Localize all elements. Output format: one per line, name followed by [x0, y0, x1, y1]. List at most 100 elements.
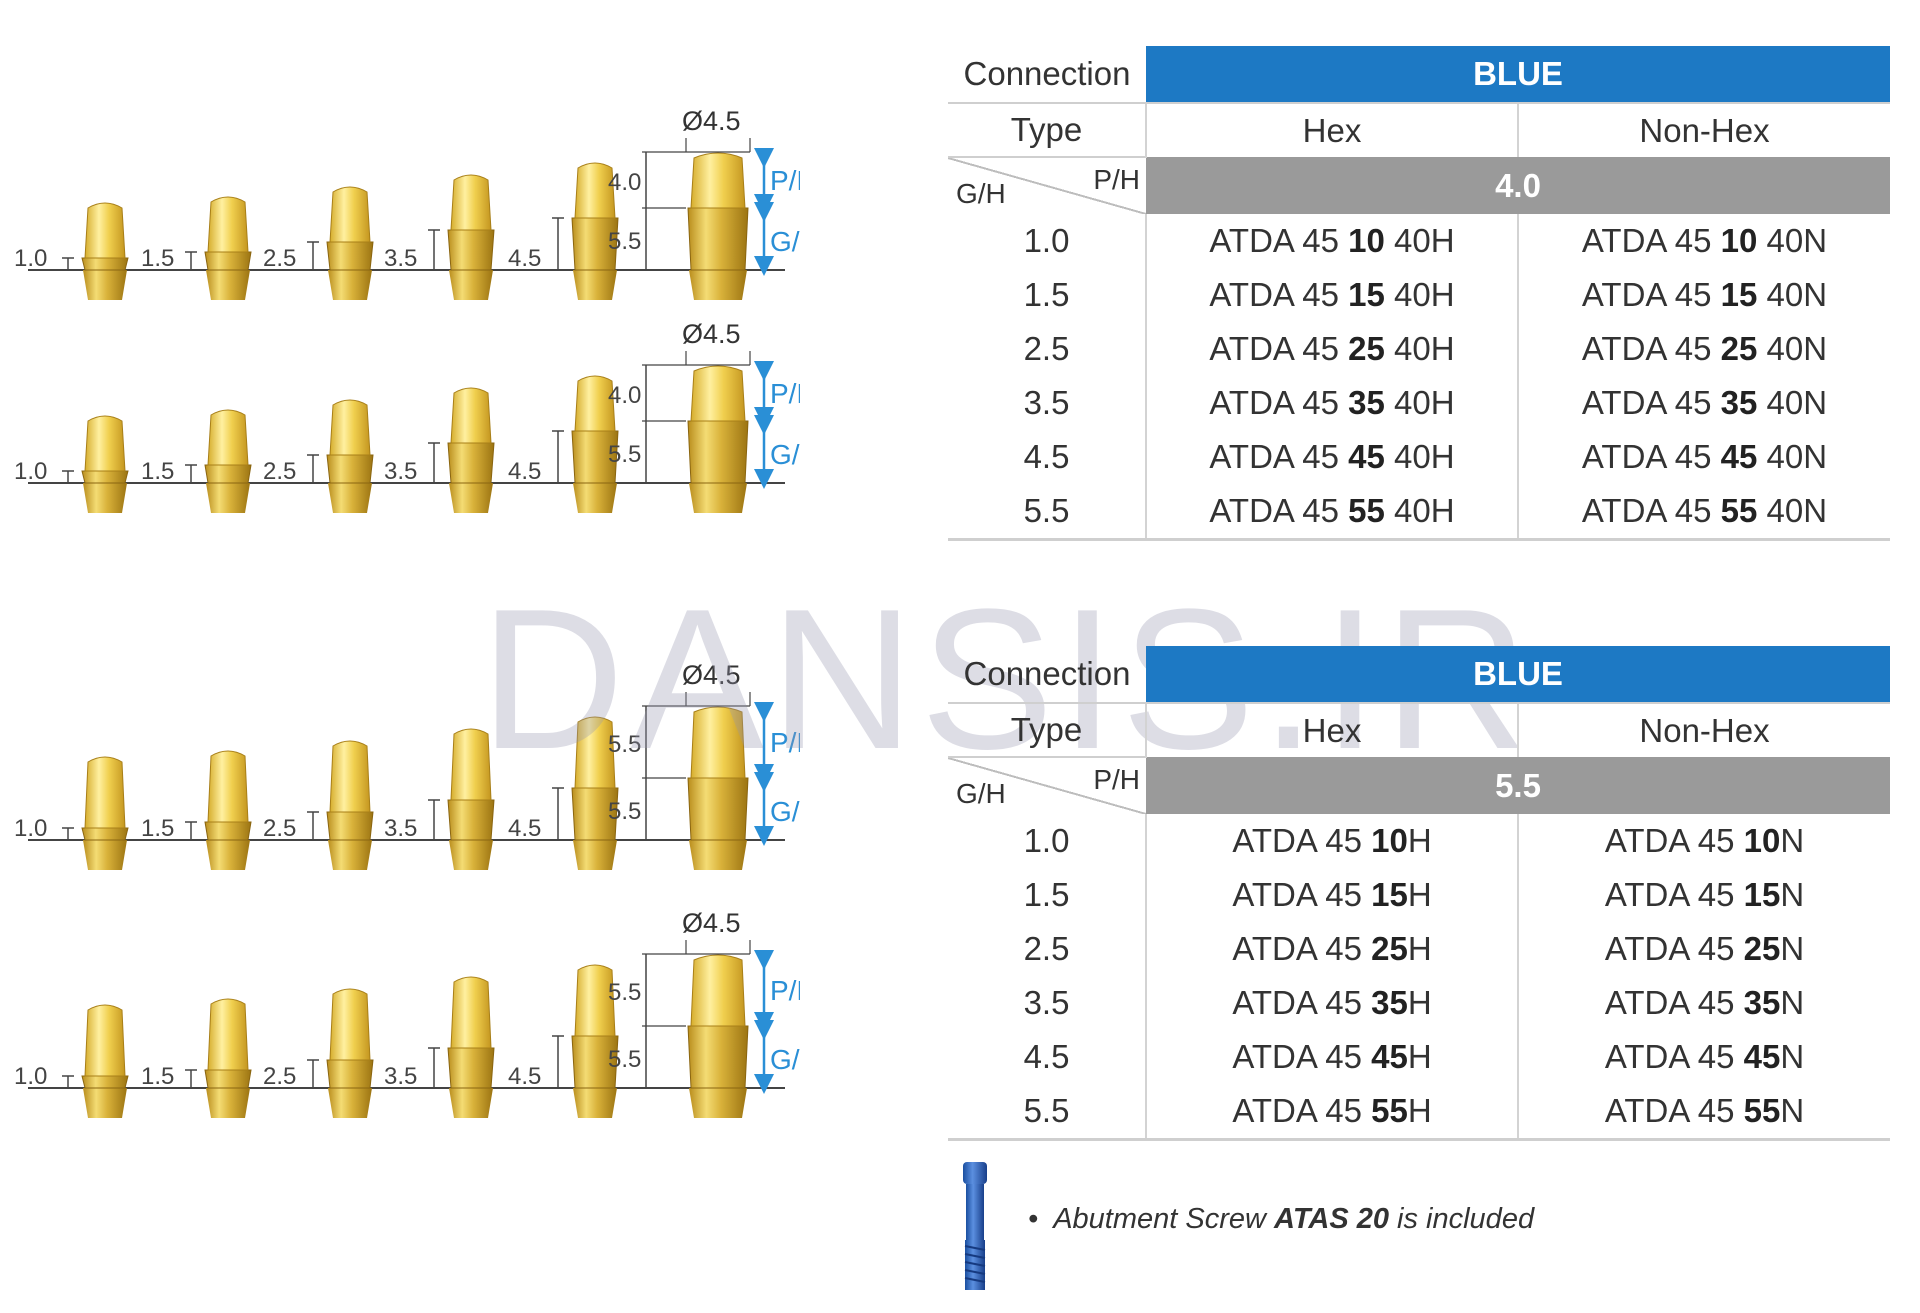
nonhex-product-code: ATDA 45 55 40N: [1517, 484, 1890, 541]
type-label: Type: [948, 702, 1146, 757]
ph-label: P/H: [1093, 164, 1140, 195]
code-size: 10: [1720, 222, 1758, 259]
gh-dimension-label: 4.5: [508, 815, 541, 842]
ph-dimension-label: P/H: [770, 378, 800, 409]
connection-value: BLUE: [1146, 646, 1890, 703]
hex-product-code: ATDA 45 25 40H: [1145, 322, 1518, 376]
screw-note: • Abutment Screw ATAS 20 is included: [1028, 1203, 1534, 1236]
nonhex-product-code: ATDA 45 35 40N: [1517, 376, 1890, 430]
gh-label: G/H: [956, 778, 1006, 809]
abutment-icon: [571, 964, 619, 1118]
nonhex-product-code: ATDA 45 35N: [1517, 976, 1890, 1030]
code-size: 25: [1720, 330, 1758, 367]
hex-product-code: ATDA 45 55H: [1145, 1084, 1518, 1141]
hex-product-code: ATDA 45 45 40H: [1145, 430, 1518, 484]
gh-value: 1.0: [1023, 822, 1070, 859]
code-part: ATDA 45: [1209, 222, 1349, 259]
abutment-icon: [571, 162, 619, 300]
code-part: 40H: [1384, 438, 1455, 475]
abutment-icon: [204, 998, 252, 1118]
abutment-icon: [326, 740, 374, 870]
gh-dimension-label: 3.5: [384, 245, 417, 272]
gh-dimension-label: 2.5: [263, 1063, 296, 1090]
post-height-label: 5.5: [608, 979, 641, 1006]
gh-dimension-label: 1.5: [141, 458, 174, 485]
gh-value: 5.5: [948, 484, 1146, 541]
connection-label: Connection: [963, 55, 1131, 92]
code-part: 40H: [1384, 276, 1455, 313]
product-table-ph-5-5: Connection BLUE Type Hex Non-Hex G/H P/H…: [948, 646, 1890, 1141]
abutment-icon: [326, 399, 374, 513]
hex-product-code: ATDA 45 35H: [1145, 976, 1518, 1030]
ph-dimension-label: P/H: [770, 727, 800, 758]
abutment-icon: [571, 716, 619, 870]
code-size: 35: [1371, 984, 1408, 1021]
abutment-icon: [447, 976, 495, 1118]
code-part: ATDA 45: [1581, 438, 1721, 475]
gh-value: 1.5: [1023, 876, 1070, 913]
code-size: 55: [1348, 492, 1385, 529]
code-size: 55: [1371, 1092, 1408, 1129]
gh-dimension-label: 1.0: [14, 815, 47, 842]
code-part: N: [1780, 1038, 1805, 1075]
code-size: 25: [1743, 930, 1781, 967]
code-part: 40H: [1384, 492, 1455, 529]
gh-dimension-label: 1.0: [14, 1063, 47, 1090]
code-size: 15: [1720, 276, 1758, 313]
code-part: ATDA 45: [1209, 276, 1349, 313]
ph-label: P/H: [1093, 764, 1140, 795]
code-part: ATDA 45: [1581, 222, 1721, 259]
abutment-icon: [81, 202, 129, 300]
code-size: 25: [1371, 930, 1408, 967]
note-screw-code: ATAS 20: [1274, 1203, 1389, 1235]
abutment-icon: [447, 174, 495, 300]
gh-dimension-label: 1.5: [141, 815, 174, 842]
code-size: 10: [1348, 222, 1385, 259]
code-part: ATDA 45: [1232, 930, 1372, 967]
gh-value: 1.0: [1023, 222, 1070, 259]
abutment-icon: [687, 365, 749, 513]
code-size: 55: [1720, 492, 1758, 529]
code-part: ATDA 45: [1604, 930, 1744, 967]
col-hex: Hex: [1145, 102, 1518, 157]
diameter-label: Ø4.5: [682, 319, 741, 349]
code-size: 25: [1348, 330, 1385, 367]
diameter-label: Ø4.5: [682, 660, 741, 690]
abutment-screw-icon: [963, 1162, 987, 1290]
connection-value: BLUE: [1146, 46, 1890, 103]
abutment-icon: [81, 1004, 129, 1118]
abutment-icon: [687, 152, 749, 300]
code-part: 40H: [1384, 384, 1455, 421]
abutment-diagrams: 1.01.52.53.54.54.05.5Ø4.5P/HG/H1.01.52.5…: [14, 106, 800, 1118]
code-part: ATDA 45: [1209, 438, 1349, 475]
gh-dimension-label: 4.5: [508, 458, 541, 485]
nonhex-product-code: ATDA 45 15N: [1517, 868, 1890, 922]
gh-label: G/H: [956, 178, 1006, 209]
abutment-icon: [81, 415, 129, 513]
nonhex-product-code: ATDA 45 10N: [1517, 814, 1890, 868]
abutment-row: 1.01.52.53.54.54.05.5Ø4.5P/HG/H: [14, 319, 800, 513]
ph-value: 5.5: [1146, 757, 1890, 814]
code-size: 45: [1348, 438, 1385, 475]
code-part: ATDA 45: [1209, 384, 1349, 421]
code-part: ATDA 45: [1604, 822, 1744, 859]
code-part: N: [1780, 930, 1805, 967]
gh-dimension-label: 4.5: [508, 245, 541, 272]
code-part: 40N: [1757, 492, 1828, 529]
gh-ph-corner: G/H P/H: [948, 756, 1146, 814]
code-part: H: [1407, 1092, 1432, 1129]
code-part: N: [1780, 1092, 1805, 1129]
abutment-icon: [687, 954, 749, 1118]
collar-height-label: 5.5: [608, 798, 641, 825]
nonhex-product-code: ATDA 45 45 40N: [1517, 430, 1890, 484]
code-size: 15: [1743, 876, 1781, 913]
abutment-icon: [81, 756, 129, 870]
hex-product-code: ATDA 45 10 40H: [1145, 214, 1518, 268]
post-height-label: 4.0: [608, 169, 641, 196]
code-part: ATDA 45: [1604, 1038, 1744, 1075]
